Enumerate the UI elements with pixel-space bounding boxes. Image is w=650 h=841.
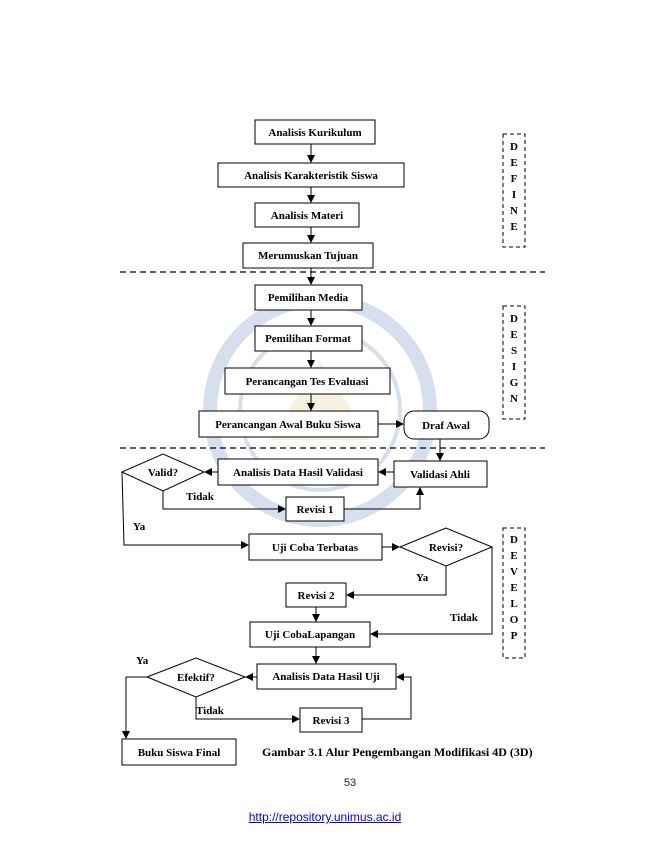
repository-link[interactable]: http://repository.unimus.ac.id xyxy=(248,810,402,824)
node-uji-coba-terbatas: Uji Coba Terbatas xyxy=(248,533,383,561)
svg-text:Validasi Ahli: Validasi Ahli xyxy=(410,469,470,481)
arrow-tidak-efektif xyxy=(195,697,300,723)
phase-letter: S xyxy=(511,345,517,357)
edge-label-ya: Ya xyxy=(416,572,429,584)
decision-efektif: Efektif? xyxy=(145,657,247,698)
svg-text:Valid?: Valid? xyxy=(148,467,178,479)
svg-text:Revisi 1: Revisi 1 xyxy=(297,504,334,516)
node-revisi-3: Revisi 3 xyxy=(299,707,363,733)
edge-label-ya: Ya xyxy=(136,655,149,667)
arrow-tidak-valid xyxy=(162,491,286,513)
svg-text:Pemilihan Format: Pemilihan Format xyxy=(265,333,351,345)
decision-valid: Valid? xyxy=(120,453,206,492)
decision-revisi: Revisi? xyxy=(398,527,494,567)
arrow-revisi3-analisis xyxy=(362,673,412,720)
page-number: 53 xyxy=(344,777,356,789)
svg-text:Efektif?: Efektif? xyxy=(177,672,215,684)
svg-text:Revisi 2: Revisi 2 xyxy=(298,590,335,602)
svg-text:Analisis Kurikulum: Analisis Kurikulum xyxy=(268,127,361,139)
svg-text:Buku Siswa Final: Buku Siswa Final xyxy=(138,747,221,759)
node-analisis-materi: Analisis Materi xyxy=(254,202,360,228)
node-analisis-kurikulum: Analisis Kurikulum xyxy=(254,119,376,145)
node-analisis-karakteristik: Analisis Karakteristik Siswa xyxy=(217,162,405,188)
arrow-ya-valid xyxy=(121,471,249,549)
node-draf-awal: Draf Awal xyxy=(403,410,490,440)
svg-text:Analisis Data Hasil Uji: Analisis Data Hasil Uji xyxy=(272,671,379,683)
phase-letter: E xyxy=(510,329,517,341)
phase-letter: E xyxy=(510,582,517,594)
edge-label-tidak: Tidak xyxy=(186,491,215,503)
phase-letter: D xyxy=(510,534,518,546)
node-merumuskan-tujuan: Merumuskan Tujuan xyxy=(242,242,374,269)
arrow-revisi1-validasi xyxy=(344,487,424,510)
arrow-tidak-revisi xyxy=(370,547,493,638)
node-analisis-uji: Analisis Data Hasil Uji xyxy=(256,663,397,690)
svg-text:Analisis Data Hasil Validasi: Analisis Data Hasil Validasi xyxy=(233,467,363,479)
svg-text:Revisi?: Revisi? xyxy=(429,542,463,554)
svg-text:Uji Coba Terbatas: Uji Coba Terbatas xyxy=(272,542,359,554)
node-revisi-1: Revisi 1 xyxy=(285,496,345,522)
phase-letter: I xyxy=(512,361,516,373)
node-analisis-validasi: Analisis Data Hasil Validasi xyxy=(217,458,379,486)
svg-text:Merumuskan Tujuan: Merumuskan Tujuan xyxy=(258,250,358,262)
phase-letter: D xyxy=(510,141,518,153)
phase-letter: E xyxy=(510,550,517,562)
svg-text:Perancangan Awal Buku Siswa: Perancangan Awal Buku Siswa xyxy=(215,419,361,431)
phase-letter: F xyxy=(511,173,518,185)
node-buku-final: Buku Siswa Final xyxy=(121,738,237,766)
phase-letter: N xyxy=(510,205,518,217)
edge-label-tidak: Tidak xyxy=(450,612,479,624)
svg-text:Pemilihan Media: Pemilihan Media xyxy=(268,292,349,304)
phase-letter: L xyxy=(510,598,517,610)
phase-letter: P xyxy=(511,630,518,642)
phase-letter: D xyxy=(510,313,518,325)
phase-letter: E xyxy=(510,157,517,169)
phase-letter: G xyxy=(510,377,519,389)
edge-label-tidak: Tidak xyxy=(196,705,225,717)
node-validasi-ahli: Validasi Ahli xyxy=(393,460,488,488)
node-pemilihan-media: Pemilihan Media xyxy=(254,284,363,311)
svg-text:Perancangan Tes Evaluasi: Perancangan Tes Evaluasi xyxy=(246,376,369,388)
svg-text:Uji CobaLapangan: Uji CobaLapangan xyxy=(265,629,355,641)
arrow-ya-revisi xyxy=(346,566,447,599)
node-uji-coba-lapangan: Uji CobaLapangan xyxy=(249,621,371,648)
arrow-ya-efektif xyxy=(122,676,147,739)
node-perancangan-awal: Perancangan Awal Buku Siswa xyxy=(198,410,379,438)
phase-letter: I xyxy=(512,189,516,201)
svg-text:Analisis Karakteristik Siswa: Analisis Karakteristik Siswa xyxy=(244,170,378,182)
edge-label-ya: Ya xyxy=(133,521,146,533)
phase-letter: N xyxy=(510,393,518,405)
node-pemilihan-format: Pemilihan Format xyxy=(254,325,363,352)
svg-text:Analisis Materi: Analisis Materi xyxy=(271,210,343,222)
figure-caption: Gambar 3.1 Alur Pengembangan Modifikasi … xyxy=(262,745,533,759)
phase-letter: O xyxy=(510,614,519,626)
svg-text:Revisi 3: Revisi 3 xyxy=(313,715,350,727)
node-revisi-2: Revisi 2 xyxy=(285,582,347,608)
phase-letter: E xyxy=(510,221,517,233)
node-perancangan-tes: Perancangan Tes Evaluasi xyxy=(224,367,391,395)
svg-text:Draf Awal: Draf Awal xyxy=(422,420,470,432)
phase-letter: V xyxy=(510,566,518,578)
